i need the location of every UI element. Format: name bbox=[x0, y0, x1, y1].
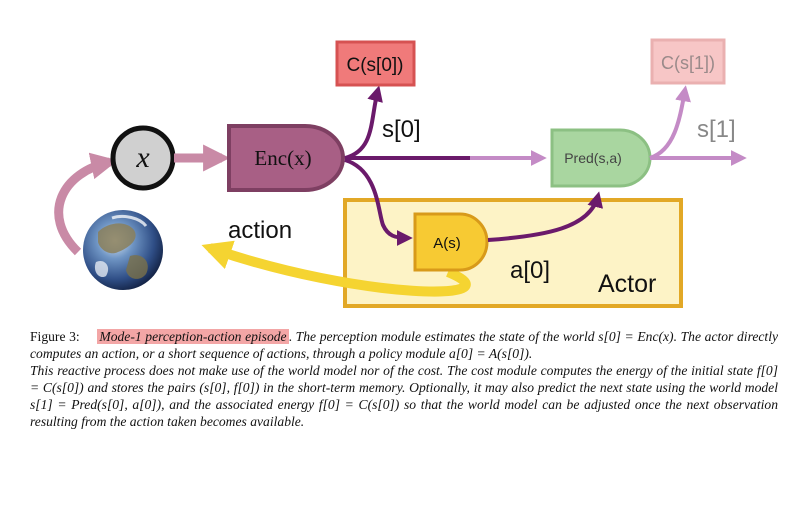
observation-arrow bbox=[54, 152, 118, 256]
cost1-node bbox=[650, 38, 726, 85]
s1-label: s[1] bbox=[697, 116, 736, 143]
enc-node-label: Enc(x) bbox=[254, 146, 311, 170]
actor-node-label: A(s) bbox=[433, 235, 461, 252]
pred-node-label: Pred(s,a) bbox=[564, 150, 622, 166]
actor-node bbox=[413, 212, 489, 272]
pred-node bbox=[550, 128, 652, 188]
s0-label: s[0] bbox=[382, 116, 421, 143]
actor-box-label: Actor bbox=[598, 270, 656, 298]
caption-title-end: . bbox=[288, 329, 292, 344]
x-node-label: x bbox=[135, 141, 150, 174]
earth-image bbox=[83, 210, 163, 290]
caption-paragraph-2: This reactive process does not make use … bbox=[30, 363, 778, 429]
action-label: action bbox=[228, 217, 292, 244]
caption-paragraph-1: The perception module estimates the stat… bbox=[30, 329, 779, 361]
action-arrow bbox=[201, 240, 471, 297]
cost0-node-label: C(s[0]) bbox=[347, 55, 404, 76]
figure-label: Figure 3: bbox=[30, 329, 80, 344]
x-node bbox=[110, 125, 176, 191]
actor-to-pred-arrow bbox=[487, 191, 604, 242]
cost1-node-label: C(s[1]) bbox=[661, 53, 715, 73]
figure-caption: Figure 3: Mode-1 perception-action episo… bbox=[30, 328, 778, 430]
enc-to-cost0-arrow bbox=[344, 85, 383, 160]
cost0-node bbox=[335, 40, 416, 87]
perception-action-diagram: Actor action a[0] x Enc(x) s[0] C(s[0]) … bbox=[54, 38, 747, 308]
enc-to-actor-arrow bbox=[344, 158, 413, 246]
enc-node bbox=[227, 124, 345, 192]
caption-title: Mode-1 perception-action episode bbox=[97, 329, 289, 344]
pred-to-cost1-arrow bbox=[649, 85, 691, 160]
a0-label: a[0] bbox=[510, 257, 550, 284]
